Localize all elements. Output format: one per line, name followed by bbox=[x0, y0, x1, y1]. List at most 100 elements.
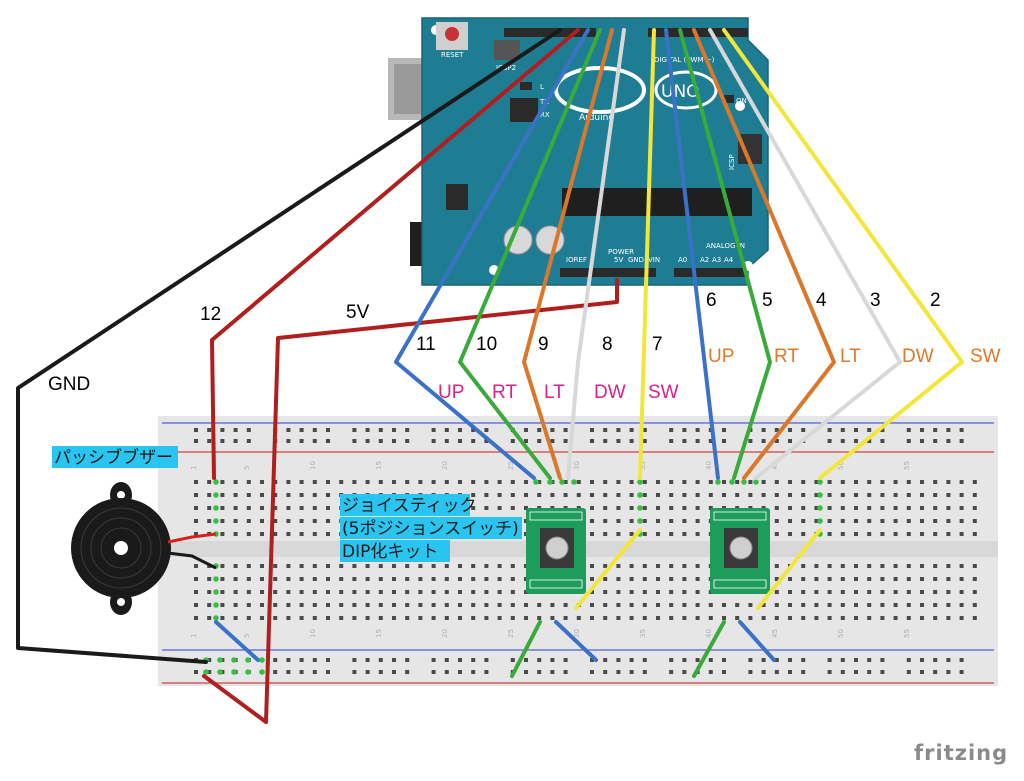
breadboard-hole bbox=[840, 577, 845, 581]
breadboard-hole bbox=[378, 658, 383, 662]
breadboard-hole bbox=[365, 603, 370, 607]
breadboard-hole bbox=[642, 480, 647, 484]
breadboard-hole bbox=[959, 658, 964, 662]
breadboard-hole bbox=[524, 670, 528, 674]
breadboard-hole bbox=[220, 519, 225, 523]
breadboard-hole bbox=[946, 564, 951, 568]
breadboard-hole bbox=[788, 590, 792, 594]
breadboard-hole bbox=[326, 439, 330, 443]
breadboard-hole bbox=[695, 532, 700, 536]
breadboard-hole bbox=[233, 532, 238, 536]
breadboard-hole bbox=[682, 670, 687, 674]
breadboard-hole bbox=[920, 532, 924, 536]
breadboard-hole bbox=[392, 590, 396, 594]
breadboard-hole bbox=[629, 670, 634, 674]
breadboard-hole bbox=[656, 493, 660, 497]
breadboard-hole bbox=[405, 577, 410, 581]
breadboard-hole bbox=[972, 532, 977, 536]
breadboard-column-number: 40 bbox=[705, 461, 713, 470]
breadboard-hole bbox=[642, 532, 647, 536]
breadboard-hole bbox=[484, 506, 489, 510]
breadboard-hole bbox=[603, 577, 608, 581]
breadboard-hole bbox=[642, 519, 647, 523]
breadboard-column-number: 10 bbox=[309, 629, 317, 638]
breadboard-hole bbox=[444, 590, 449, 594]
breadboard-hole bbox=[405, 616, 410, 620]
breadboard-hole bbox=[669, 670, 674, 674]
breadboard-hole bbox=[524, 616, 528, 620]
breadboard-hole bbox=[444, 428, 449, 432]
breadboard-hole bbox=[550, 616, 555, 620]
buzzer-ring-1 bbox=[80, 507, 162, 589]
label-right-up: UP bbox=[708, 346, 734, 367]
breadboard-hole bbox=[510, 439, 515, 443]
breadboard-hole bbox=[854, 658, 858, 662]
breadboard-hole bbox=[722, 439, 726, 443]
breadboard-hole bbox=[642, 577, 647, 581]
breadboard-hole bbox=[629, 439, 634, 443]
breadboard-hole bbox=[590, 439, 594, 443]
breadboard-hole bbox=[537, 670, 542, 674]
breadboard-active-hole bbox=[817, 518, 823, 524]
breadboard-hole bbox=[246, 577, 251, 581]
breadboard-hole bbox=[880, 506, 885, 510]
breadboard-hole bbox=[392, 428, 396, 432]
breadboard-hole bbox=[774, 493, 779, 497]
breadboard-hole bbox=[827, 670, 832, 674]
breadboard-hole bbox=[788, 603, 792, 607]
breadboard-hole bbox=[299, 493, 304, 497]
a2-pin-label: A2 bbox=[700, 256, 709, 264]
breadboard-hole bbox=[893, 493, 898, 497]
on-label: ON bbox=[736, 97, 747, 105]
breadboard-hole bbox=[642, 590, 647, 594]
breadboard-hole bbox=[233, 493, 238, 497]
breadboard-hole bbox=[207, 616, 212, 620]
breadboard-hole bbox=[378, 428, 383, 432]
breadboard-hole bbox=[484, 428, 489, 432]
breadboard-hole bbox=[893, 603, 898, 607]
breadboard-column-number: 25 bbox=[507, 629, 515, 638]
label-pin10: 10 bbox=[476, 334, 497, 355]
breadboard-hole bbox=[326, 428, 330, 432]
breadboard-active-hole bbox=[245, 657, 251, 663]
breadboard-hole bbox=[933, 519, 938, 523]
breadboard-hole bbox=[260, 532, 264, 536]
breadboard-hole bbox=[365, 564, 370, 568]
breadboard-hole bbox=[603, 519, 608, 523]
joystick-right-knob[interactable] bbox=[729, 536, 753, 560]
breadboard-hole bbox=[458, 603, 462, 607]
breadboard-hole bbox=[392, 603, 396, 607]
breadboard-column-number: 15 bbox=[375, 461, 383, 470]
arduino-logo-right bbox=[654, 70, 718, 110]
breadboard-hole bbox=[405, 480, 410, 484]
breadboard-hole bbox=[906, 480, 911, 484]
breadboard-hole bbox=[563, 616, 568, 620]
breadboard-hole bbox=[273, 532, 278, 536]
breadboard-hole bbox=[471, 564, 476, 568]
breadboard-hole bbox=[933, 480, 938, 484]
breadboard-hole bbox=[524, 439, 528, 443]
breadboard-active-hole bbox=[213, 602, 219, 608]
breadboard-hole bbox=[365, 590, 370, 594]
a3-pin-label: A3 bbox=[712, 256, 721, 264]
breadboard-hole bbox=[590, 670, 594, 674]
breadboard-hole bbox=[840, 493, 845, 497]
breadboard-hole bbox=[774, 439, 779, 443]
breadboard-hole bbox=[880, 532, 885, 536]
breadboard-hole bbox=[880, 590, 885, 594]
breadboard-hole bbox=[854, 603, 858, 607]
breadboard-hole bbox=[801, 658, 806, 662]
breadboard-hole bbox=[946, 590, 951, 594]
breadboard-column-number: 10 bbox=[309, 461, 317, 470]
breadboard-hole bbox=[405, 658, 410, 662]
breadboard-hole bbox=[444, 564, 449, 568]
breadboard-hole bbox=[510, 577, 515, 581]
joystick-left-knob[interactable] bbox=[545, 536, 569, 560]
breadboard-hole bbox=[880, 658, 885, 662]
breadboard-hole bbox=[273, 616, 278, 620]
breadboard-hole bbox=[603, 493, 608, 497]
breadboard-hole bbox=[312, 603, 317, 607]
breadboard-hole bbox=[510, 658, 515, 662]
reset-button-cap[interactable] bbox=[445, 27, 459, 41]
